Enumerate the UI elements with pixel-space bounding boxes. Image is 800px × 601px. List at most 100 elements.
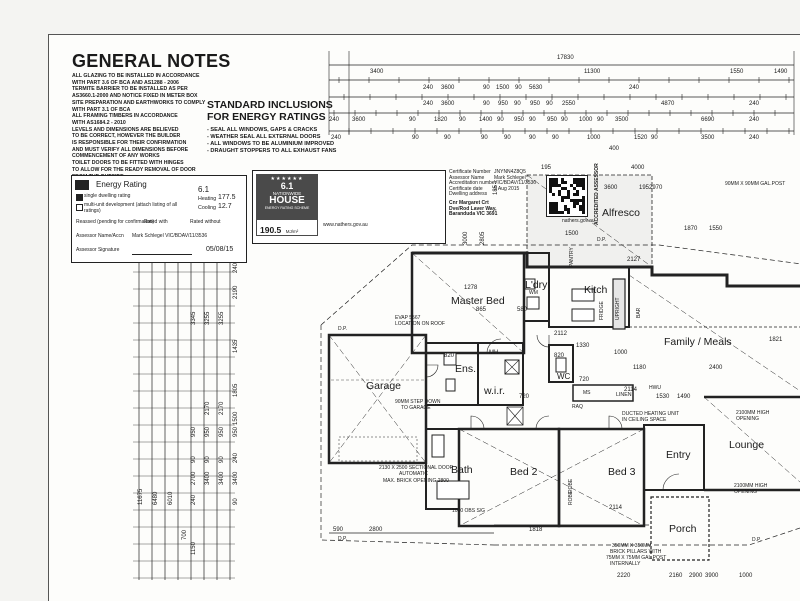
dim-left-inner: 90 — [191, 456, 197, 463]
raq-label: RAQ — [572, 404, 583, 410]
dim-row1: 11300 — [584, 69, 601, 75]
dim-row3: 240 — [749, 101, 760, 107]
dim-overall: 17830 — [557, 55, 574, 61]
qr-module — [579, 199, 582, 202]
mb-cross — [506, 406, 524, 426]
dim-row4: 90 — [497, 117, 504, 123]
bar-label: BAR — [636, 307, 642, 318]
qr-module — [582, 211, 585, 214]
toilet-ensuite — [445, 378, 456, 392]
qr-module — [561, 199, 564, 202]
door-swing — [425, 364, 439, 378]
kitchen-sink — [571, 288, 595, 302]
dim-minor: 1870 — [684, 226, 698, 232]
certificate-address-1: Cnr Margaret Crt — [449, 199, 489, 206]
dim-row2: 1500 — [496, 85, 510, 91]
wc-walls — [548, 344, 574, 383]
dim-row4: 90 — [529, 117, 536, 123]
general-note-line: COMMENCEMENT OF ANY WORKS — [72, 153, 160, 160]
fridge-label: FRIDGE — [599, 301, 605, 320]
qr-module — [564, 205, 567, 208]
evap-note-2: LOCATION ON ROOF — [395, 321, 445, 327]
certificate-label: Accreditation number — [449, 180, 497, 187]
qr-module — [582, 187, 585, 190]
dim-bottom: 590 — [333, 527, 344, 533]
high-opening-note-3: 2100MM HIGH — [734, 483, 768, 489]
qr-module — [582, 208, 585, 211]
dim-row2: 3600 — [441, 85, 455, 91]
qr-module — [564, 181, 567, 184]
general-note-line: SITE PREPARATION AND EARTHWORKS TO COMPL… — [72, 99, 206, 106]
room-garage: Garage — [366, 380, 402, 392]
general-note-line: ALL GLAZING TO BE INSTALLED IN ACCORDANC… — [72, 73, 200, 79]
room-linen: LINEN — [616, 392, 632, 398]
qr-module — [552, 181, 555, 184]
dim-bottom: 3900 — [705, 573, 719, 579]
dim-bottom: 2220 — [617, 573, 631, 579]
heating-unit-note-2: IN CEILING SPACE — [622, 417, 667, 423]
dim-bottom: 2900 — [689, 573, 703, 579]
room-kitchen: Kitch — [584, 284, 608, 296]
dim-misc: 720 — [519, 394, 530, 400]
pillars-note-4: INTERNALLY — [610, 561, 641, 567]
qr-module — [552, 208, 555, 211]
qr-module — [582, 199, 585, 202]
kitchen-walls — [548, 266, 630, 328]
dim-row3: 90 — [546, 101, 553, 107]
dim-bottom: 2800 — [369, 527, 383, 533]
qr-module — [567, 211, 570, 214]
dim-row5: 3500 — [701, 135, 715, 141]
dim-row4: 240 — [329, 117, 340, 123]
obs-note: 1000 OBS S/G — [452, 508, 486, 514]
dim-misc: 2114 — [609, 505, 622, 511]
door-swing — [486, 338, 502, 354]
dim-misc: 1000 — [614, 350, 628, 356]
dim-row2: 90 — [515, 85, 522, 91]
qr-module — [573, 181, 576, 184]
dim-row5: 90 — [552, 135, 559, 141]
dim-left-inner: 950 — [219, 426, 225, 437]
multi-unit-checkbox — [76, 204, 83, 211]
roof-hip — [628, 274, 800, 392]
qr-module — [552, 178, 555, 181]
dim-left-outer: 700 — [182, 529, 188, 540]
dim-bottom: 1000 — [739, 573, 753, 579]
badge-rating: 6.1 — [280, 181, 294, 191]
room-laundry: L'dry — [525, 279, 548, 291]
qr-module — [579, 205, 582, 208]
qr-module — [555, 208, 558, 211]
robe-label-2: ROBE — [568, 490, 574, 505]
dim-row5: 90 — [504, 135, 511, 141]
cooling-value: 12.7 — [218, 203, 232, 210]
ms-label: MS — [583, 390, 591, 396]
dim-row4: 90 — [561, 117, 568, 123]
qr-module — [555, 181, 558, 184]
assessor-name-label: Assessor Name/Accn — [76, 233, 124, 239]
shower-cross — [504, 359, 520, 375]
dim-left-outer: 6480 — [153, 491, 159, 505]
certificate-label: Certificate Number — [449, 169, 491, 175]
qr-module — [561, 181, 564, 184]
dim-row3: 2550 — [562, 101, 576, 107]
dim-row4: 90 — [409, 117, 416, 123]
dim-row5: 90 — [529, 135, 536, 141]
qr-module — [552, 193, 555, 196]
dim-left-outer: 3255 — [219, 311, 225, 325]
dim-misc: 1278 — [464, 285, 478, 291]
qr-module — [555, 202, 558, 205]
vanity-bath — [431, 434, 445, 458]
dim-misc: 580 — [517, 307, 528, 313]
dp-label-4: D.P. — [752, 537, 762, 543]
qr-module — [564, 208, 567, 211]
qr-module — [561, 187, 564, 190]
dim-left-outer: 11675 — [138, 488, 144, 505]
dim-row1: 1550 — [730, 69, 744, 75]
dim-misc: 2114 — [624, 387, 637, 393]
room-wir: w.i.r. — [484, 385, 506, 397]
qr-module — [549, 190, 552, 193]
dp-label-2: D.P. — [338, 536, 348, 542]
heating-label: Heating — [198, 196, 217, 202]
qr-module — [570, 199, 573, 202]
badge-value: 190.5 — [260, 225, 282, 235]
